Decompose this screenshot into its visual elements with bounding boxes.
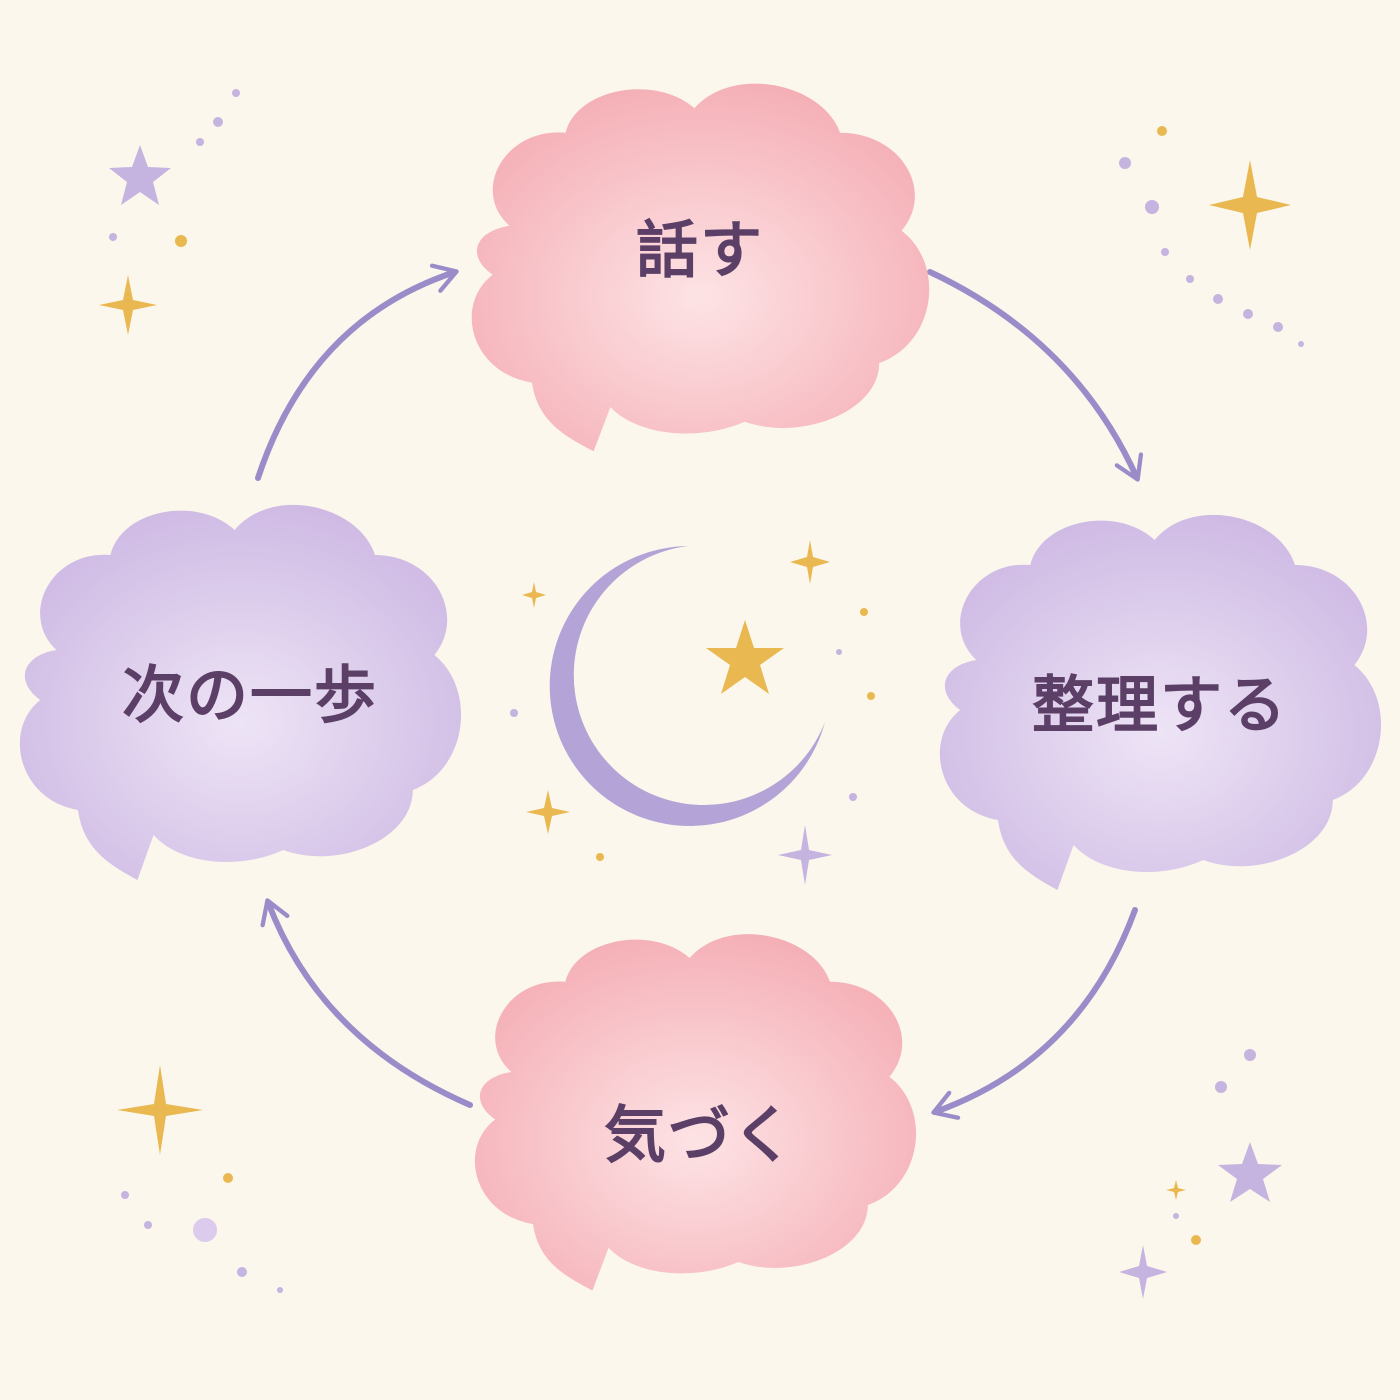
gold-sparkle-icon [1209,160,1291,250]
gold-sparkle-icon [117,1065,203,1155]
decorations [99,89,1304,1299]
crescent-moon-icon [549,546,825,826]
cycle-arrows [255,263,1144,1120]
bubble-step-2-label: 整理する [1032,669,1288,742]
center-moon-group [549,546,825,826]
star-icon [706,620,784,694]
arrow-nextstep-to-speak [255,263,459,481]
lilac-star-icon [1218,1142,1282,1202]
gold-sparkle-icon [99,275,157,335]
bubble-step-3-label: 気づく [604,1099,796,1172]
bubble-step-4-label: 次の一歩 [122,659,378,732]
arrow-speak-to-organize [927,269,1144,482]
arrow-organize-to-notice [931,907,1138,1120]
arrow-notice-to-nextstep [260,898,473,1108]
bubble-step-1-label: 話す [636,214,764,287]
lilac-star-icon [109,145,171,205]
